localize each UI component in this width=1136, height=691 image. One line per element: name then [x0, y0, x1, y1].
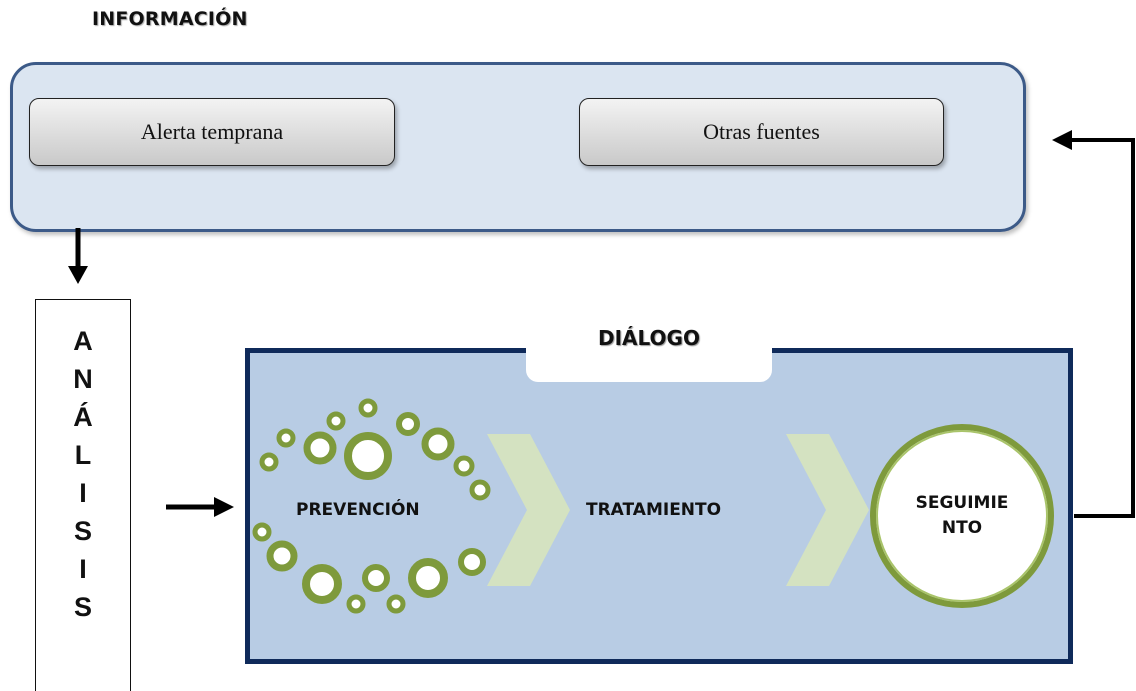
prevencion-ring-icon	[252, 398, 491, 614]
seguimiento-circle: SEGUIMIE NTO	[870, 424, 1054, 608]
analisis-box: A N Á L I S I S	[35, 299, 131, 691]
analisis-letter: S	[73, 592, 92, 622]
arrow-down-icon	[68, 228, 88, 284]
stage-prevencion: PREVENCIÓN	[296, 500, 420, 520]
stage-seguimiento: SEGUIMIE NTO	[915, 493, 1009, 538]
analisis-letter: N	[73, 364, 93, 394]
otras-fuentes-box: Otras fuentes	[579, 98, 944, 166]
arrow-right-icon	[166, 497, 234, 517]
informacion-title: INFORMACIÓN	[92, 8, 248, 30]
chevron-arrow-icon	[786, 434, 869, 586]
analisis-letter: S	[73, 516, 92, 546]
analisis-letter: A	[73, 326, 93, 356]
alerta-temprana-box: Alerta temprana	[29, 98, 395, 166]
dialogo-title: DIÁLOGO	[598, 326, 700, 350]
analisis-letter: Á	[73, 402, 93, 432]
analisis-letter: L	[74, 440, 92, 470]
feedback-loop-arrow-icon	[1052, 130, 1135, 518]
stage-tratamiento: TRATAMIENTO	[586, 500, 722, 520]
chevron-arrow-icon	[487, 434, 570, 586]
analisis-letter: I	[79, 554, 87, 584]
analisis-letter: I	[79, 478, 87, 508]
dialogo-title-tab	[526, 318, 772, 382]
